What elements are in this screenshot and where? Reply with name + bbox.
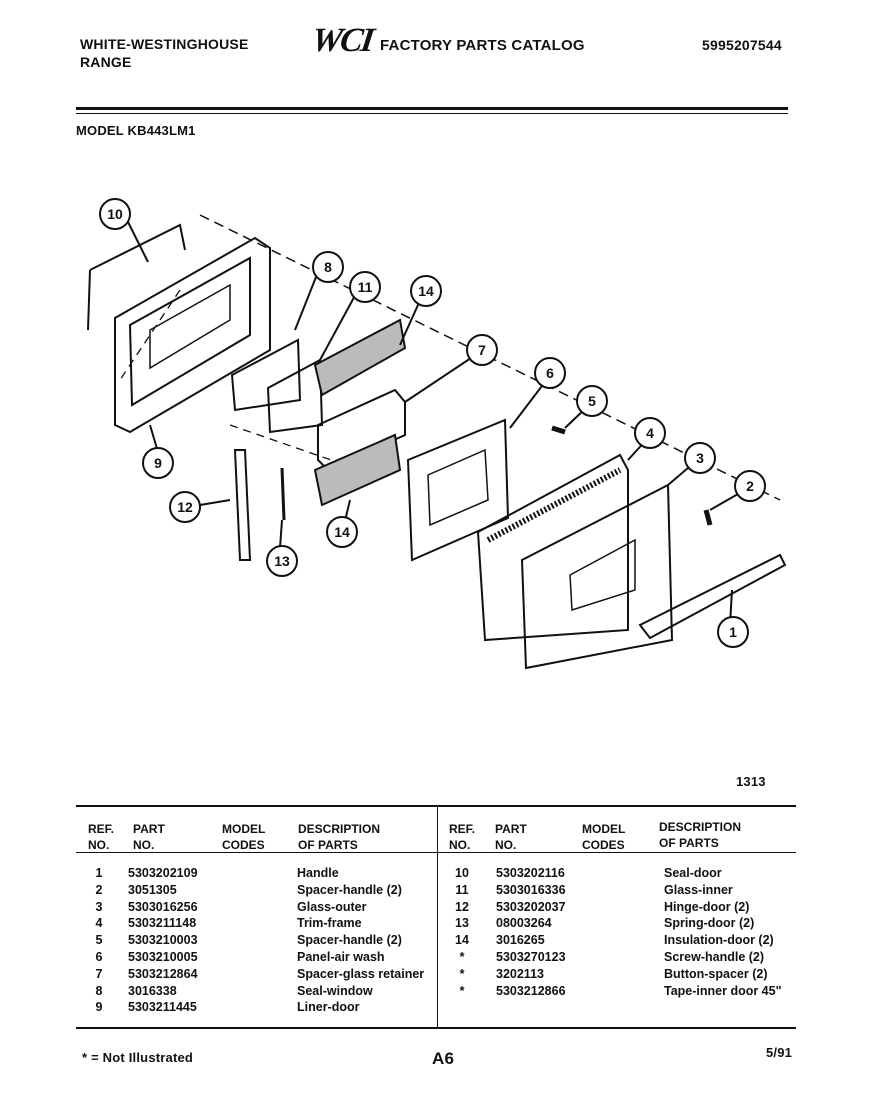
table-row: * 3202113 Button-spacer (2) xyxy=(459,966,768,981)
table-bottom-rule xyxy=(76,1027,796,1029)
callout-14-upper xyxy=(410,275,442,307)
callout-12 xyxy=(169,491,201,523)
table-row: 2 3051305 Spacer-handle (2) xyxy=(95,882,402,897)
table-top-rule xyxy=(76,805,796,807)
callout-6-label: 6 xyxy=(546,365,554,381)
table-header-rule xyxy=(76,852,796,853)
callout-3-label: 3 xyxy=(696,450,704,466)
wci-logo: WCI xyxy=(309,22,375,59)
callout-11-label: 11 xyxy=(358,279,373,295)
table-row: 14 3016265 Insulation-door (2) xyxy=(455,933,774,948)
parts-list-left: 1 5303202109 Handle 2 3051305 Spacer-han… xyxy=(84,865,434,1016)
table-row: 11 5303016336 Glass-inner xyxy=(455,882,733,897)
callout-1-label: 1 xyxy=(729,624,737,640)
callout-14-lower-label: 14 xyxy=(334,524,350,540)
glass-inner-part xyxy=(266,358,324,434)
insulation-upper-part xyxy=(313,318,407,397)
product-type: RANGE xyxy=(80,54,132,70)
header-rule-thick xyxy=(76,107,788,110)
spacer-handle-part xyxy=(551,425,566,435)
exploded-parts-diagram: 10 8 11 14 7 6 5 4 3 2 1 9 12 13 14 xyxy=(87,198,787,670)
callout-4 xyxy=(634,417,666,449)
seal-door-part xyxy=(87,223,186,331)
revision-date: 5/91 xyxy=(766,1045,793,1060)
callout-6 xyxy=(534,357,566,389)
callout-4-label: 4 xyxy=(646,425,654,441)
table-row: 6 5303210005 Panel-air wash xyxy=(95,949,385,964)
panel-air-wash-part xyxy=(406,418,510,562)
callout-14-label: 14 xyxy=(418,283,434,299)
callout-9 xyxy=(142,447,174,479)
table-row: 4 5303211148 Trim-frame xyxy=(95,916,362,931)
header-rule-thin xyxy=(76,113,788,114)
handle-part xyxy=(638,553,787,640)
page-number: A6 xyxy=(432,1049,455,1068)
table-row: * 5303270123 Screw-handle (2) xyxy=(459,949,765,964)
callout-7 xyxy=(466,334,498,366)
table-row: 10 5303202116 Seal-door xyxy=(455,866,722,880)
table-row: 7 5303212864 Spacer-glass retainer xyxy=(95,966,425,981)
table-row: 13 08003264 Spring-door (2) xyxy=(455,916,755,931)
insulation-lower-part xyxy=(313,433,402,507)
callout-5-label: 5 xyxy=(588,393,596,409)
figure-number: 1313 xyxy=(736,774,766,789)
table-row: 8 3016338 Seal-window xyxy=(95,983,373,998)
table-column-divider xyxy=(437,807,438,1029)
header-ref-right: REF.NO. xyxy=(449,822,476,852)
callout-13-label: 13 xyxy=(274,553,290,569)
callout-14-lower xyxy=(326,516,358,548)
callout-11 xyxy=(349,271,381,303)
spacer-handle-2-part xyxy=(703,509,713,526)
catalog-number: 5995207544 xyxy=(702,37,782,53)
not-illustrated-note: * = Not Illustrated xyxy=(82,1050,194,1065)
trim-frame-part xyxy=(476,453,629,642)
parts-list-right: 10 5303202116 Seal-door 11 5303016336 Gl… xyxy=(447,865,792,999)
callout-2 xyxy=(734,470,766,502)
callout-13 xyxy=(266,545,298,577)
table-row: 1 5303202109 Handle xyxy=(95,866,339,880)
model-label: MODEL KB443LM1 xyxy=(76,123,196,138)
callout-8 xyxy=(312,251,344,283)
glass-outer-part xyxy=(520,483,674,670)
callout-7-label: 7 xyxy=(478,342,486,358)
callout-8-label: 8 xyxy=(324,259,332,275)
callout-10 xyxy=(99,198,131,230)
callout-3 xyxy=(684,442,716,474)
brand-name: WHITE-WESTINGHOUSE xyxy=(80,36,249,52)
spring-door-part xyxy=(280,467,286,521)
liner-door-part xyxy=(114,236,271,434)
header-ref-left: REF.NO. xyxy=(88,822,115,852)
table-row: 5 5303210003 Spacer-handle (2) xyxy=(95,933,402,948)
table-row: * 5303212866 Tape-inner door 45" xyxy=(459,983,782,998)
hinge-door-part xyxy=(233,449,252,561)
catalog-title: FACTORY PARTS CATALOG xyxy=(380,37,585,54)
callout-1 xyxy=(717,616,749,648)
callout-5 xyxy=(576,385,608,417)
seal-window-part xyxy=(230,338,302,412)
callout-9-label: 9 xyxy=(154,455,162,471)
callout-10-label: 10 xyxy=(107,206,123,222)
callout-12-label: 12 xyxy=(177,499,193,515)
table-row: 9 5303211445 Liner-door xyxy=(95,1000,360,1015)
table-row: 12 5303202037 Hinge-door (2) xyxy=(455,899,750,914)
spacer-glass-retainer-part xyxy=(317,388,406,472)
table-row: 3 5303016256 Glass-outer xyxy=(95,899,367,914)
callout-2-label: 2 xyxy=(746,478,754,494)
